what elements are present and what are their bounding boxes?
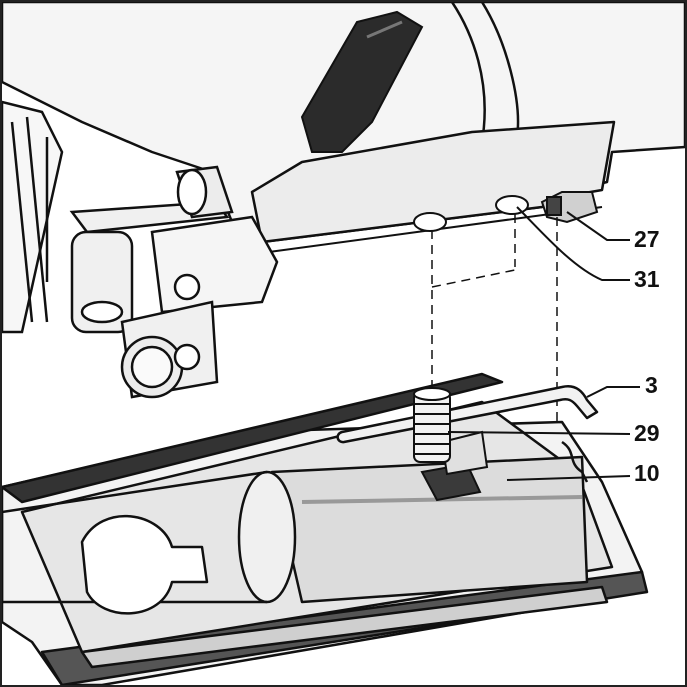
grip-slot bbox=[300, 10, 424, 153]
callout-31: 31 bbox=[634, 266, 660, 292]
part-3-hex-key bbox=[336, 385, 599, 444]
callout-27: 27 bbox=[634, 226, 660, 252]
callout-3: 3 bbox=[645, 372, 658, 398]
callout-29: 29 bbox=[634, 420, 660, 446]
lever-mechanism bbox=[2, 100, 279, 399]
leader-lines bbox=[447, 206, 640, 481]
base-plate bbox=[2, 372, 649, 685]
callout-10: 10 bbox=[634, 460, 660, 486]
part-29-screw bbox=[413, 387, 451, 463]
part-27 bbox=[540, 191, 599, 224]
latch-block bbox=[420, 430, 489, 502]
